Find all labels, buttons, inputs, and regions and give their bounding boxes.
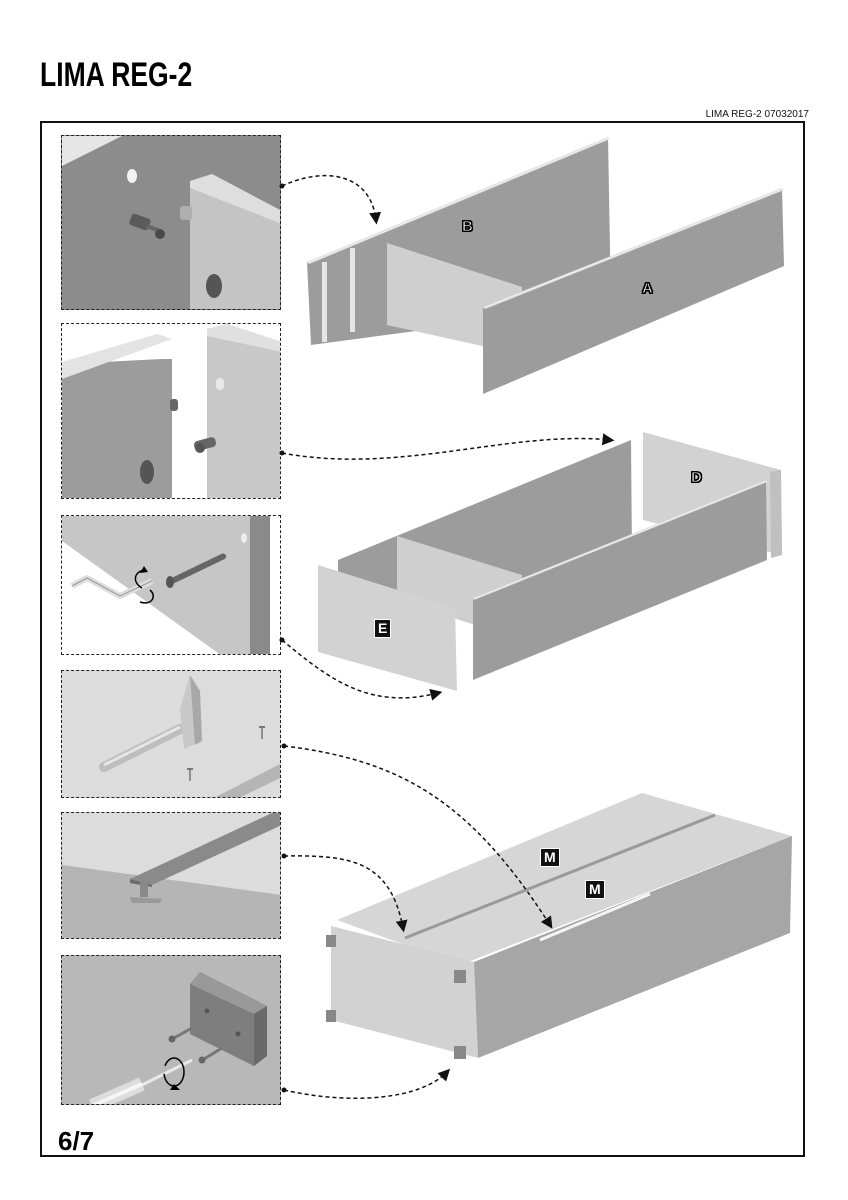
screwdriver-icon xyxy=(89,1058,193,1104)
arrow-detail-6 xyxy=(283,1068,451,1100)
page-number: 6/7 xyxy=(58,1126,95,1156)
panel-a xyxy=(483,188,784,394)
part-label-m-top: M xyxy=(540,848,560,867)
part-label-a: A xyxy=(642,280,654,298)
detail-foot-screws xyxy=(61,955,281,1105)
screw-icon xyxy=(166,553,227,588)
cam-bolt-insert-illustration xyxy=(62,136,280,309)
detail-hex-key-screw xyxy=(61,515,281,655)
arrow-detail-4 xyxy=(283,745,553,929)
nail-icon xyxy=(187,726,265,781)
arrow-detail-1 xyxy=(281,174,382,225)
rotate-arrow-icon xyxy=(163,1057,185,1090)
step-1-assembly xyxy=(307,137,784,394)
step-3-assembly xyxy=(326,793,792,1059)
h-profile-icon xyxy=(130,813,280,903)
hex-key-screw-illustration xyxy=(62,516,270,654)
hammer-nails-illustration xyxy=(99,675,280,797)
hex-key-icon xyxy=(70,575,154,599)
part-label-m-bottom: M xyxy=(585,880,605,899)
arrow-detail-5 xyxy=(283,855,408,933)
cabinet-front xyxy=(331,926,478,1058)
arrow-detail-2 xyxy=(281,433,615,460)
front-panel xyxy=(473,480,767,680)
step-2-assembly xyxy=(318,432,782,691)
h-profile-illustration xyxy=(62,813,280,938)
hammer-icon xyxy=(99,675,202,772)
instruction-frame xyxy=(40,121,805,1157)
detail-hammer-nails xyxy=(61,670,281,798)
cabinet-side xyxy=(474,836,792,1058)
foot-screws-illustration xyxy=(89,972,267,1104)
top-panel-m xyxy=(337,793,792,965)
arrow-detail-3 xyxy=(281,639,443,701)
rotate-arrow-icon xyxy=(134,566,154,604)
detail-cam-connector xyxy=(61,323,281,499)
foot-block-icon xyxy=(326,935,466,1059)
detail-cam-bolt-insert xyxy=(61,135,281,310)
detail-h-profile xyxy=(61,812,281,939)
callout-dots xyxy=(279,183,287,1093)
part-label-d: D xyxy=(691,469,703,487)
page-title: LIMA REG-2 xyxy=(40,56,193,94)
screw-icon xyxy=(168,1026,223,1064)
part-label-b: B xyxy=(462,218,474,236)
cam-connector-illustration xyxy=(62,324,280,498)
document-reference: LIMA REG-2 07032017 xyxy=(705,109,809,120)
foot-block-icon xyxy=(190,972,267,1066)
part-label-e: E xyxy=(373,619,392,638)
callout-arrows xyxy=(281,174,615,1100)
cam-bolt-icon xyxy=(129,213,165,239)
cam-dowel-icon xyxy=(193,437,217,453)
